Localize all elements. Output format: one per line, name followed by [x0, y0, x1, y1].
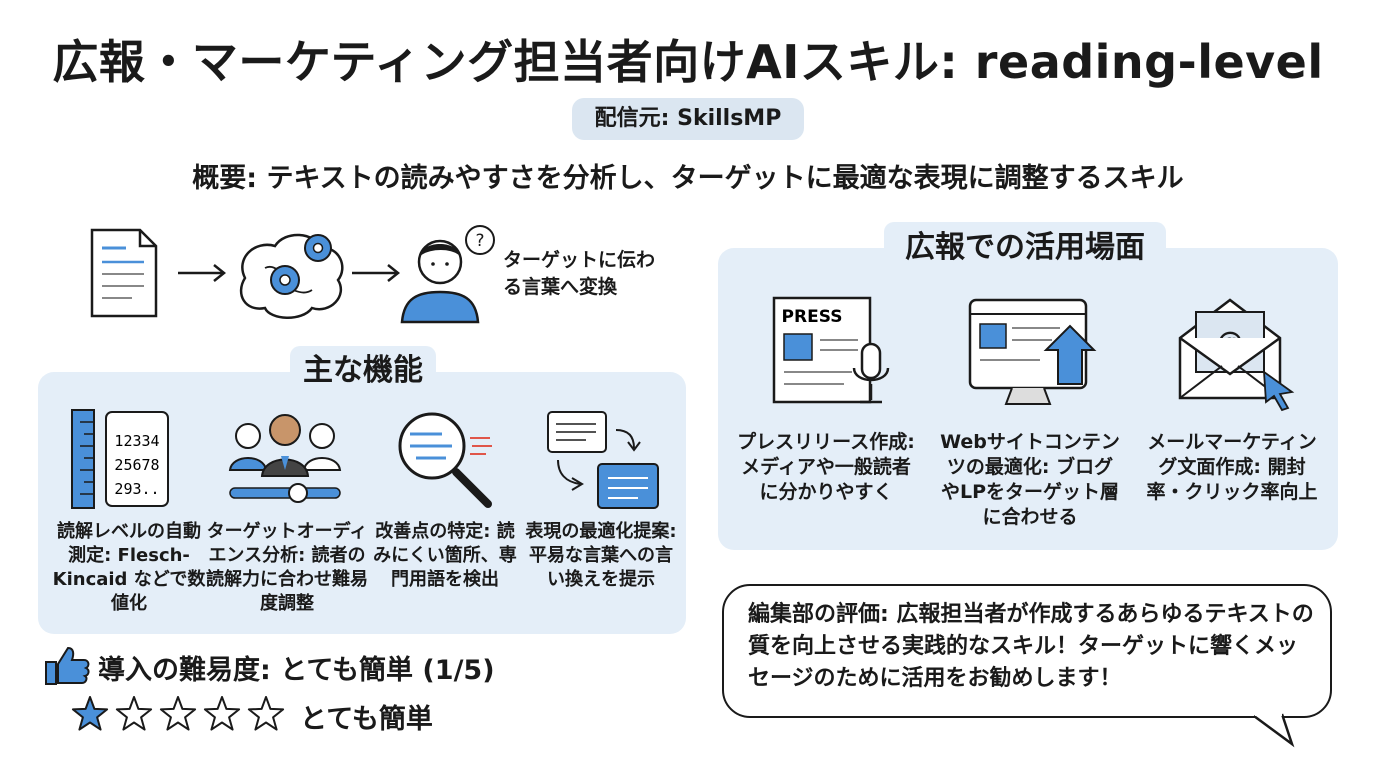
- brain-gear-icon: [239, 233, 344, 319]
- feature-item-label: 改善点の特定: 読みにくい箇所、専門用語を検出: [373, 521, 517, 590]
- feature-item-label: 表現の最適化提案: 平易な言葉への言い換えを提示: [525, 521, 677, 590]
- flow-caption: ターゲットに伝わる言葉へ変換: [503, 249, 656, 298]
- page-title: 広報・マーケティング担当者向けAIスキル: reading-level: [52, 35, 1324, 89]
- rewrite-icon: [547, 411, 659, 509]
- audience-slider-icon: [228, 414, 342, 503]
- features-icons: 12334 25678 293..: [71, 409, 659, 509]
- star-filled-icon: [71, 696, 109, 731]
- pr-use-icons: PRESS @: [772, 296, 1295, 412]
- feature-item-label: ターゲットオーディエンス分析: 読者の読解力に合わせ難易度調整: [206, 521, 368, 614]
- features-heading: 主な機能: [290, 346, 436, 396]
- flow-diagram: ?: [90, 225, 495, 324]
- magnifier-icon: [398, 412, 492, 508]
- pr-use-heading: 広報での活用場面: [884, 222, 1166, 274]
- star-empty-icon: [159, 696, 197, 731]
- thumbs-up-icon: [45, 646, 90, 685]
- pr-use-item-label: Webサイトコンテンツの最適化: ブログやLPをターゲット層に合わせる: [940, 431, 1120, 528]
- document-icon: [90, 228, 158, 318]
- press-release-icon: PRESS: [772, 296, 890, 404]
- star-empty-icon: [203, 696, 241, 731]
- number-line: 25678: [114, 456, 159, 474]
- website-icon: [968, 298, 1097, 405]
- star-empty-icon: [247, 696, 285, 731]
- number-line: 293..: [114, 480, 159, 498]
- bubble-tail: [1253, 712, 1295, 748]
- thinking-person-icon: ?: [400, 225, 495, 324]
- pr-use-item-label: プレスリリース作成: メディアや一般読者に分かりやすく: [737, 431, 915, 503]
- source-badge: 配信元: SkillsMP: [572, 98, 804, 140]
- difficulty-stars: [71, 696, 285, 731]
- editor-comment-text: 編集部の評価: 広報担当者が作成するあらゆるテキストの質を向上させる実践的なスキ…: [748, 602, 1314, 691]
- feature-item-label: 読解レベルの自動測定: Flesch-Kincaid などで数値化: [52, 521, 206, 614]
- email-icon: @: [1178, 298, 1295, 412]
- svg-text:?: ?: [475, 231, 484, 251]
- difficulty-stars-label: とても簡単: [300, 704, 433, 735]
- ruler-numbers-icon: 12334 25678 293..: [71, 409, 169, 509]
- editor-comment-bubble: [722, 584, 1332, 718]
- arrow-right-icon: [352, 264, 401, 282]
- star-empty-icon: [115, 696, 153, 731]
- summary-text: 概要: テキストの読みやすさを分析し、ターゲットに最適な表現に調整するスキル: [192, 163, 1184, 194]
- number-line: 12334: [114, 432, 159, 450]
- arrow-right-icon: [178, 264, 227, 282]
- press-label: PRESS: [782, 307, 843, 327]
- difficulty-label: 導入の難易度: とても簡単 (1/5): [98, 655, 495, 686]
- pr-use-item-label: メールマーケティング文面作成: 開封率・クリック率向上: [1146, 431, 1318, 503]
